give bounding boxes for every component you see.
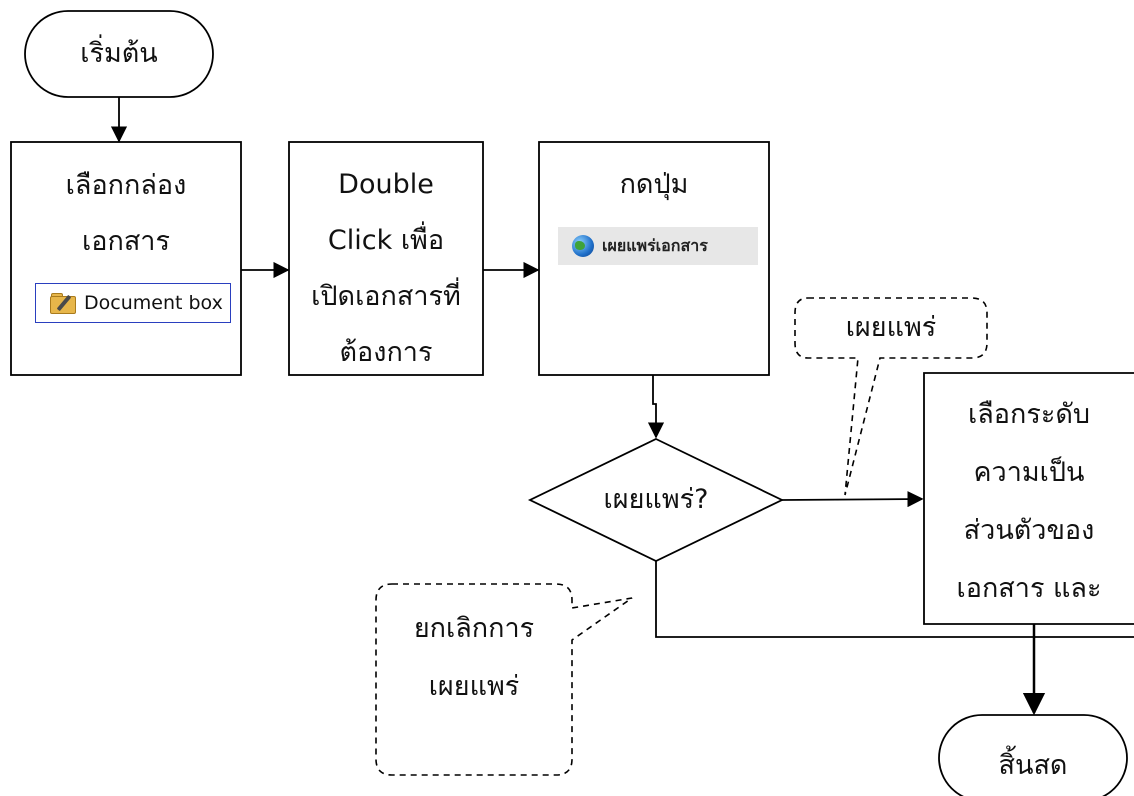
select-box-line-1: เลือกกล่อง [65,170,187,201]
start-label: เริ่มต้น [80,38,158,69]
connector-cancel-path [655,561,1134,638]
select-box-label: เลือกกล่อง เอกสาร [11,168,241,260]
globe-icon [572,235,594,257]
select-box-process [10,141,242,376]
callout-cancel-line-2: เผยแพร่ [428,671,520,702]
callout-cancel-label: ยกเลิกการ เผยแพร่ [376,612,572,704]
end-label: สิ้นสด [998,750,1068,781]
double-click-line-1: Double [338,169,434,200]
select-level-line-4: เอกสาร และ [956,573,1102,604]
select-level-line-3: ส่วนตัวของ [963,515,1095,546]
publish-document-button-label: เผยแพร่เอกสาร [602,235,708,255]
select-level-process [923,372,1134,625]
select-level-line-2: ความเป็น [973,457,1085,488]
double-click-line-4: ต้องการ [339,337,433,368]
callout-publish-bubble [794,297,988,496]
press-button-label: กดปุ่ม [539,168,769,202]
folder-pen-icon [50,293,76,314]
press-button-line-1: กดปุ่ม [619,169,689,200]
end-terminal [938,714,1128,796]
double-click-label: Double Click เพื่อ เปิดเอกสารที่ ต้องการ [289,168,483,370]
double-click-line-2: Click เพื่อ [327,225,445,256]
callout-cancel-line-1: ยกเลิกการ [413,613,535,644]
select-level-label: เลือกระดับ ความเป็น ส่วนตัวของ เอกสาร แล… [924,398,1134,606]
double-click-line-3: เปิดเอกสารที่ [311,281,461,312]
callout-cancel-dashed [375,583,633,776]
arrow-press-to-decision [647,375,665,439]
document-box-screenshot: Document box [35,283,231,323]
double-click-process [288,141,484,376]
decision-label: เผยแพร่? [603,484,709,515]
publish-document-button-screenshot: เผยแพร่เอกสาร [558,227,758,265]
select-level-line-1: เลือกระดับ [967,399,1090,430]
arrow-decision-to-select-level [781,491,924,508]
document-box-label: Document box [84,292,223,314]
callout-publish-label: เผยแพร่ [845,312,937,343]
select-box-line-2: เอกสาร [82,226,170,257]
